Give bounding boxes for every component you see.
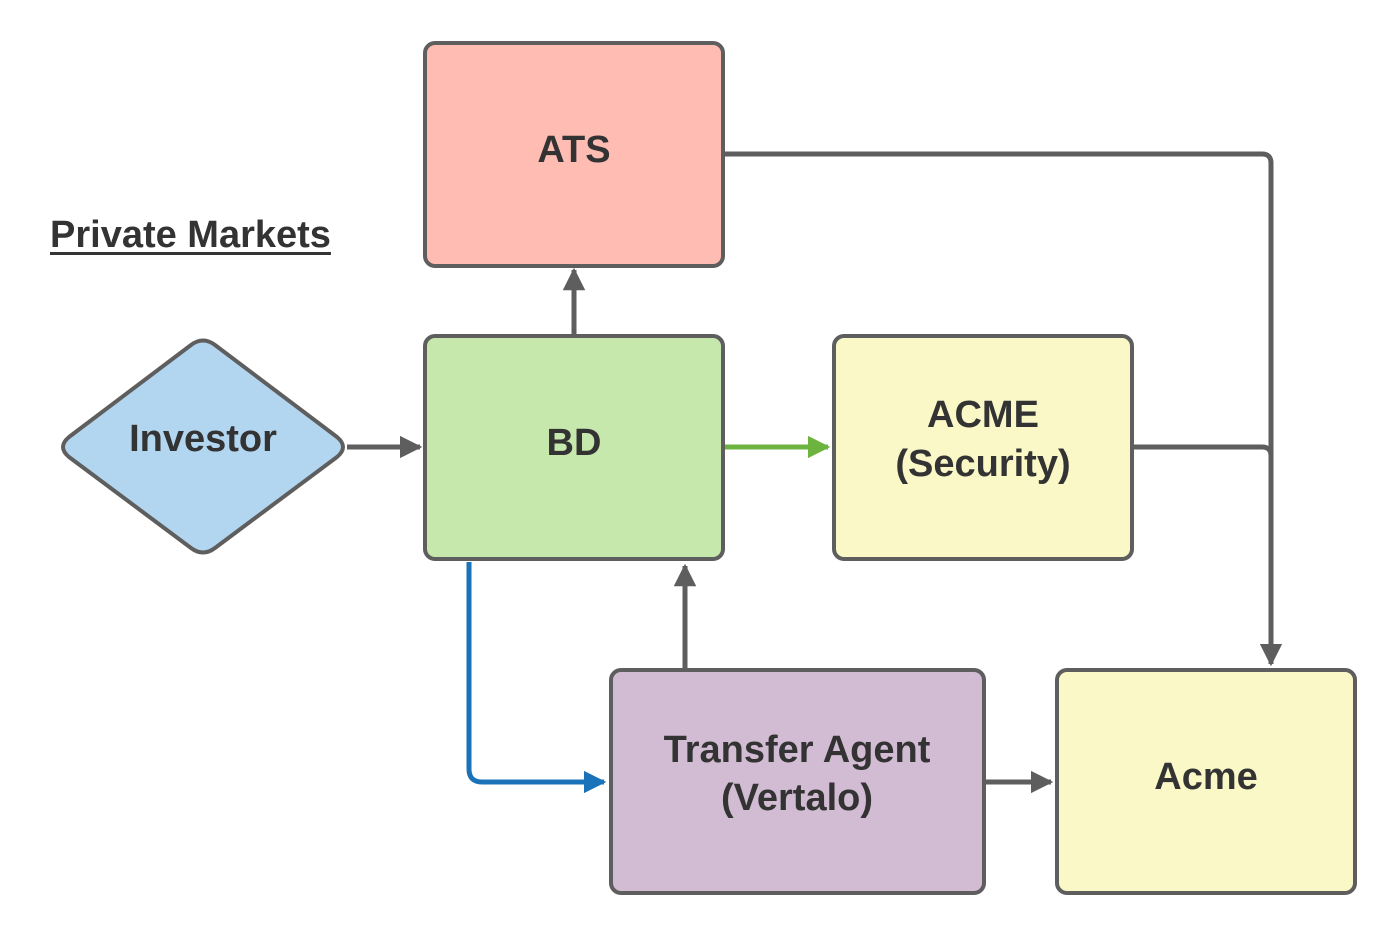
- node-transfer-agent[interactable]: Transfer Agent (Vertalo): [609, 668, 986, 895]
- node-ats-label: ATS: [537, 129, 610, 171]
- node-ats-box: [423, 41, 725, 268]
- connector-bd-to-transfer-agent: [466, 562, 607, 794]
- node-bd-label: BD: [547, 422, 602, 464]
- node-acme-security-label-line2: (Security): [895, 443, 1070, 485]
- node-bd-box: [423, 334, 725, 561]
- node-acme-security-box: [832, 334, 1134, 561]
- node-transfer-agent-label-line2: (Vertalo): [721, 777, 873, 819]
- node-acme[interactable]: Acme: [1055, 668, 1357, 895]
- node-acme-box: [1055, 668, 1357, 895]
- node-bd[interactable]: BD: [423, 334, 725, 561]
- diagram-title: Private Markets: [50, 214, 331, 256]
- node-transfer-agent-label-line1: Transfer Agent: [664, 729, 931, 771]
- node-acme-security[interactable]: ACME (Security): [832, 334, 1134, 561]
- node-acme-label: Acme: [1154, 756, 1258, 798]
- connector-acme-security-to-acme: [1132, 444, 1274, 457]
- node-investor[interactable]: Investor: [61, 338, 345, 555]
- node-acme-security-label-line1: ACME: [927, 394, 1039, 436]
- node-investor-label: Investor: [129, 418, 277, 460]
- node-transfer-agent-box: [609, 668, 986, 895]
- connector-ats-to-acme: [724, 151, 1283, 667]
- node-ats[interactable]: ATS: [423, 41, 725, 268]
- node-investor-diamond: [61, 338, 345, 555]
